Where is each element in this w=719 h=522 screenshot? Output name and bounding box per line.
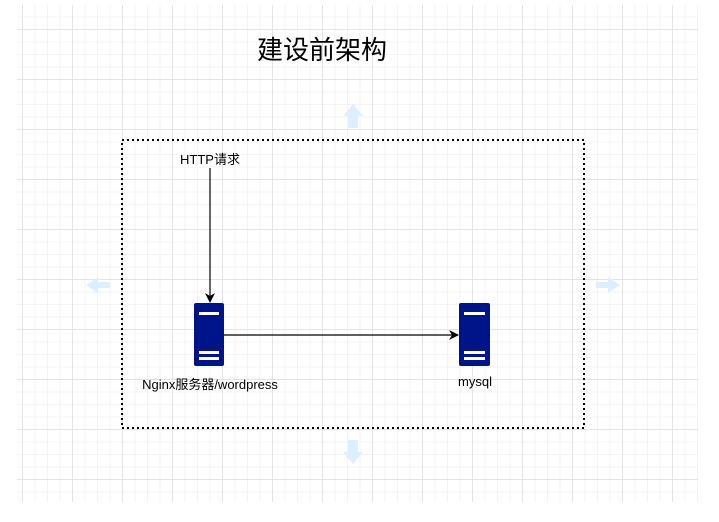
mysql-server-icon[interactable] <box>459 303 490 366</box>
arrow-right-icon[interactable] <box>596 277 620 293</box>
container-box[interactable] <box>121 139 585 429</box>
arrow-left-icon[interactable] <box>86 277 110 293</box>
arrow-up-icon[interactable] <box>343 104 363 128</box>
page-title[interactable]: 建设前架构 <box>256 36 388 66</box>
arrow-down-icon[interactable] <box>343 440 363 464</box>
guide-arrows[interactable] <box>86 104 620 464</box>
nginx-server-icon[interactable] <box>194 303 224 366</box>
http-request-label[interactable]: HTTP请求 <box>180 152 240 167</box>
nginx-label[interactable]: Nginx服务器/wordpress <box>142 377 278 392</box>
mysql-label[interactable]: mysql <box>458 374 492 389</box>
